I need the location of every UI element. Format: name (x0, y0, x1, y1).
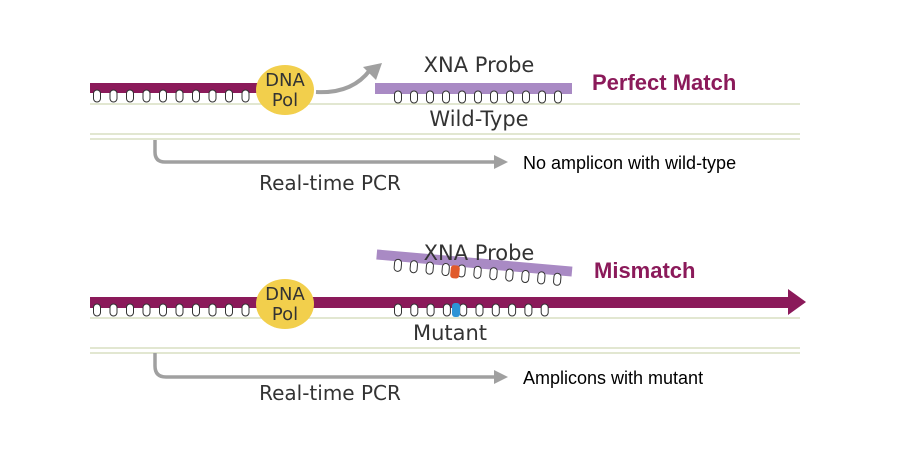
base-tooth (93, 89, 101, 103)
base-tooth (426, 90, 434, 104)
dna-polymerase: DNA Pol (256, 65, 314, 115)
base-tooth (442, 90, 450, 104)
polymerase-label-line1: DNA (265, 70, 305, 91)
base-tooth (521, 270, 530, 284)
base-tooth (553, 272, 562, 286)
base-tooth (505, 268, 514, 282)
base-tooth (426, 303, 435, 317)
extended-strand (90, 297, 790, 308)
polymerase-label-line1: DNA (265, 284, 305, 305)
base-tooth (159, 303, 167, 317)
base-tooth (475, 303, 484, 317)
xna-probe-bases (394, 90, 562, 104)
polymerase-blob (256, 279, 314, 329)
base-tooth (524, 303, 533, 317)
base-tooth (241, 89, 250, 103)
base-tooth (192, 303, 200, 317)
base-tooth (192, 89, 200, 103)
base-tooth (208, 89, 217, 103)
primer-strand (90, 83, 265, 93)
base-tooth (241, 303, 250, 317)
pcr-label: Real-time PCR (259, 171, 401, 195)
base-tooth (126, 303, 134, 317)
pcr-arrow (153, 353, 496, 379)
mismatched-probe-base (450, 265, 460, 279)
xna-probe (375, 83, 572, 94)
base-tooth (537, 271, 546, 285)
polymerase-label-line2: Pol (272, 90, 298, 111)
base-tooth (554, 90, 562, 104)
base-tooth (474, 90, 482, 104)
base-tooth (473, 265, 482, 279)
base-tooth (425, 261, 434, 275)
base-tooth (394, 303, 402, 317)
base-tooth (442, 303, 451, 317)
blocked-extension-arrowhead (363, 63, 382, 80)
mismatch-panel: DNA Pol XNA Probe Mismatch Mutant Real-t… (90, 241, 806, 405)
template-label: Mutant (413, 321, 487, 345)
xna-probe (376, 249, 573, 277)
extended-strand-bases (93, 303, 549, 317)
base-tooth (489, 267, 498, 281)
xna-probe-displaced (376, 249, 573, 286)
base-tooth (540, 303, 549, 317)
base-tooth (490, 90, 498, 104)
base-tooth (126, 89, 134, 103)
base-tooth (109, 303, 118, 317)
base-tooth (109, 89, 118, 103)
base-tooth (409, 260, 419, 274)
base-tooth (142, 89, 151, 103)
extended-strand-arrowhead (788, 289, 806, 315)
base-tooth (458, 90, 466, 104)
base-tooth (175, 89, 184, 103)
xna-probe-bases (393, 258, 562, 286)
dna-polymerase: DNA Pol (256, 279, 314, 329)
result-title: Mismatch (594, 258, 695, 283)
primer-strand-bases (93, 89, 250, 103)
base-tooth (410, 303, 419, 317)
template-label: Wild-Type (429, 107, 528, 131)
polymerase-label-line2: Pol (272, 304, 298, 325)
base-tooth (459, 303, 468, 317)
base-tooth (142, 303, 151, 317)
base-tooth (394, 90, 402, 104)
pcr-arrowhead (494, 370, 508, 384)
base-tooth (506, 90, 514, 104)
probe-label: XNA Probe (424, 241, 535, 265)
base-tooth (225, 303, 233, 317)
base-tooth (159, 89, 167, 103)
base-tooth (410, 90, 418, 104)
base-tooth (175, 303, 184, 317)
base-tooth (393, 258, 403, 272)
base-tooth (491, 303, 500, 317)
base-tooth (538, 90, 546, 104)
base-tooth (441, 263, 450, 277)
base-tooth (225, 89, 233, 103)
polymerase-blob (256, 65, 314, 115)
result-title: Perfect Match (592, 70, 736, 95)
base-tooth (522, 90, 530, 104)
base-tooth (508, 303, 517, 317)
perfect-match-panel: DNA Pol XNA Probe Perfect Match Wild-Typ… (90, 53, 800, 195)
pcr-label: Real-time PCR (259, 381, 401, 405)
probe-label: XNA Probe (424, 53, 535, 77)
blocked-extension-arrow (315, 68, 372, 95)
outcome-text: No amplicon with wild-type (523, 153, 736, 173)
pcr-arrowhead (494, 155, 508, 169)
outcome-text: Amplicons with mutant (523, 368, 703, 388)
base-tooth (93, 303, 101, 317)
mutant-base (452, 303, 460, 317)
base-tooth (208, 303, 217, 317)
pcr-arrow (153, 140, 496, 164)
